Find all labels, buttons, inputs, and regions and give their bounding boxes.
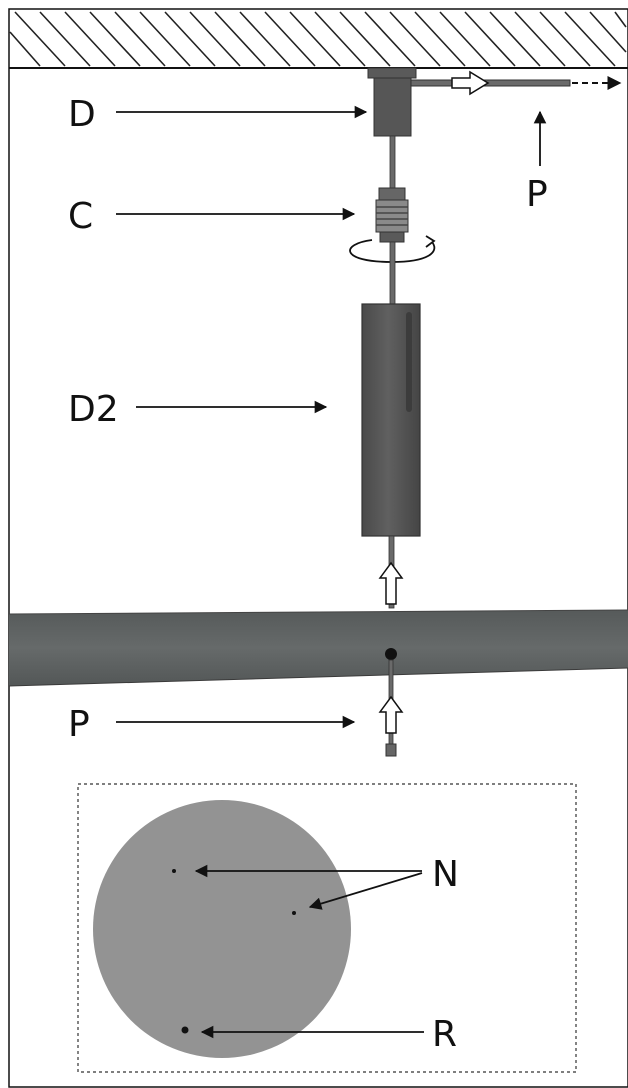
hatch-line: [389, 11, 441, 67]
inset-box: [77, 783, 577, 1073]
hatch-line: [314, 11, 366, 67]
point-r: [181, 1026, 189, 1034]
hatch-line: [164, 11, 216, 67]
hatch-line: [564, 11, 616, 67]
hatch-line: [414, 11, 466, 67]
hatch-line: [114, 11, 166, 67]
hatch-line: [39, 11, 91, 67]
hatch-line: [539, 11, 591, 67]
hatch-line: [289, 11, 341, 67]
label-d: D: [68, 94, 96, 135]
hatch-line: [514, 11, 566, 67]
arrow-n2: [308, 872, 423, 910]
hatch-line: [589, 11, 627, 53]
label-d2: D2: [68, 389, 119, 430]
hatch-line: [239, 11, 291, 67]
hatch-line: [214, 11, 266, 67]
hatch-line: [264, 11, 316, 67]
label-r: R: [432, 1014, 457, 1055]
sample-circle: [93, 800, 351, 1058]
point-n1: [172, 869, 176, 873]
label-c: C: [68, 196, 93, 237]
hatch-line: [439, 11, 491, 67]
upper-rod: [389, 135, 396, 191]
outlet-flow-arrow: [451, 70, 490, 96]
outer-frame: [8, 8, 628, 1088]
hatch-line: [89, 11, 141, 67]
hatch-line: [364, 11, 416, 67]
hatch-line: [339, 11, 391, 67]
label-p-top: P: [526, 174, 548, 215]
hatch-line: [9, 31, 41, 67]
hatch-line: [189, 11, 241, 67]
ceiling-hatch: [9, 11, 628, 69]
point-n2: [292, 911, 296, 915]
outlet-tube: [409, 70, 622, 96]
upflow-arrow-bottom: [378, 695, 404, 734]
hatch-line: [489, 11, 541, 67]
hatch-line: [139, 11, 191, 67]
disk-port: [385, 648, 397, 660]
hatch-line: [614, 11, 627, 28]
hatch-line: [464, 11, 516, 67]
middle-rod: [389, 241, 396, 305]
lower-inlet: [378, 659, 404, 757]
hatch-line: [14, 11, 66, 67]
component-d: [367, 67, 417, 137]
large-disk: [8, 609, 628, 687]
label-n: N: [432, 854, 459, 895]
label-p-bottom: P: [68, 704, 90, 745]
component-c: [375, 187, 409, 243]
hatch-line: [64, 11, 116, 67]
upflow-arrow-top: [378, 561, 404, 605]
component-d2: [361, 303, 421, 537]
